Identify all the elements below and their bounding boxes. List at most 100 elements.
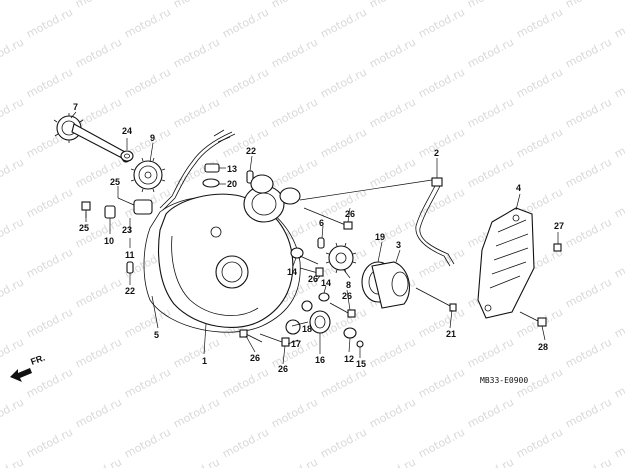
watermark-text: motod.ru: [122, 365, 173, 400]
part-28-bolt: [537, 317, 547, 327]
part-6-dowel: [317, 237, 325, 249]
watermark-text: motod.ru: [465, 95, 516, 130]
part-23-bracket: [117, 197, 153, 215]
watermark-text: motod.ru: [0, 275, 26, 310]
callout-7: 7: [73, 102, 78, 112]
direction-label: FR.: [29, 353, 46, 367]
watermark-text: motod.ru: [514, 125, 565, 160]
watermark-text: motod.ru: [220, 5, 271, 40]
part-9-gear: [130, 157, 166, 193]
callout-25-upper: 25: [110, 177, 120, 187]
callout-27: 27: [554, 221, 564, 231]
part-1-crankcase-cover: [157, 174, 301, 328]
watermark-text: motod.ru: [269, 395, 320, 430]
watermark-text: motod.ru: [465, 155, 516, 190]
watermark-text: motod.ru: [563, 155, 614, 190]
part-15-pin: [356, 340, 364, 348]
part-27-bolt: [553, 243, 562, 252]
callout-10: 10: [104, 236, 114, 246]
watermark-text: motod.ru: [24, 425, 75, 460]
watermark-text: motod.ru: [318, 425, 369, 460]
part-24-washer: [120, 150, 134, 162]
watermark-text: motod.ru: [416, 5, 467, 40]
part-14-washer: [290, 247, 304, 259]
watermark-text: motod.ru: [416, 65, 467, 100]
watermark-text: motod.ru: [563, 395, 614, 430]
watermark-text: motod.ru: [0, 455, 26, 468]
watermark-text: motod.ru: [0, 95, 26, 130]
part-20-o-ring: [202, 178, 220, 188]
callout-5: 5: [154, 330, 159, 340]
watermark-text: motod.ru: [465, 455, 516, 468]
callout-13: 13: [227, 164, 237, 174]
watermark-text: motod.ru: [0, 35, 26, 70]
part-17-bolt: [259, 333, 283, 343]
callout-14-left: 14: [287, 267, 297, 277]
watermark-text: motod.ru: [73, 275, 124, 310]
watermark-text: motod.ru: [122, 305, 173, 340]
watermark-text: motod.ru: [24, 365, 75, 400]
callout-6: 6: [319, 218, 324, 228]
part-8-gear: [325, 242, 357, 274]
watermark-text: motod.ru: [465, 335, 516, 370]
callout-18: 18: [302, 324, 312, 334]
callout-22-upper: 22: [246, 146, 256, 156]
callout-16: 16: [315, 355, 325, 365]
watermark-text: motod.ru: [416, 185, 467, 220]
watermark-text: motod.ru: [367, 455, 418, 468]
callout-26-lower: 26: [278, 364, 288, 374]
watermark-text: motod.ru: [0, 155, 26, 190]
watermark-text: motod.ru: [465, 395, 516, 430]
forward-direction-arrow: FR.: [10, 353, 46, 382]
watermark-text: motod.ru: [367, 95, 418, 130]
watermark-text: motod.ru: [73, 215, 124, 250]
watermark-text: motod.ru: [73, 0, 124, 11]
watermark-text: motod.ru: [0, 0, 26, 11]
callout-22-lower: 22: [125, 286, 135, 296]
watermark-text: motod.ru: [122, 65, 173, 100]
watermark-text: motod.ru: [220, 365, 271, 400]
part-2-pipe: [415, 183, 451, 267]
callout-15: 15: [356, 359, 366, 369]
watermark-text: motod.ru: [563, 275, 614, 310]
callout-17: 17: [291, 339, 301, 349]
watermark-text: motod.ru: [171, 335, 222, 370]
part-16-collar: [309, 310, 331, 334]
watermark-text: motod.ru: [367, 155, 418, 190]
part-13-plug: [204, 163, 220, 173]
part-10-bolt: [104, 205, 116, 219]
watermark-text: motod.ru: [0, 215, 26, 250]
watermark-text: motod.ru: [416, 305, 467, 340]
watermark-text: motod.ru: [0, 395, 26, 430]
watermark-text: motod.ru: [318, 125, 369, 160]
callout-26-top: 26: [345, 209, 355, 219]
part-22-dowel-lower: [126, 261, 134, 274]
diagram-code: MB33-E0900: [480, 376, 528, 385]
watermark-text: motod.ru: [171, 35, 222, 70]
watermark-text: motod.ru: [122, 5, 173, 40]
callout-9: 9: [150, 133, 155, 143]
watermark-text: motod.ru: [563, 95, 614, 130]
watermark-text: motod.ru: [612, 185, 625, 220]
part-4-sprocket-cover: [477, 207, 535, 319]
watermark-text: motod.ru: [24, 5, 75, 40]
watermark-text: motod.ru: [612, 425, 625, 460]
watermark-text: motod.ru: [612, 125, 625, 160]
watermark-text: motod.ru: [73, 395, 124, 430]
callout-2: 2: [434, 148, 439, 158]
watermark-text: motod.ru: [220, 425, 271, 460]
watermark-text: motod.ru: [465, 35, 516, 70]
watermark-text: motod.ru: [24, 185, 75, 220]
watermark-text: motod.ru: [73, 335, 124, 370]
watermark-text: motod.ru: [318, 65, 369, 100]
watermark-text: motod.ru: [612, 5, 625, 40]
watermark-text: motod.ru: [563, 35, 614, 70]
part-18-seal: [285, 319, 301, 335]
callout-11: 11: [125, 250, 135, 260]
watermark-text: motod.ru: [465, 0, 516, 11]
watermark-text: motod.ru: [73, 455, 124, 468]
callout-23: 23: [122, 225, 132, 235]
callout-3: 3: [396, 240, 401, 250]
watermark-text: motod.ru: [171, 455, 222, 468]
